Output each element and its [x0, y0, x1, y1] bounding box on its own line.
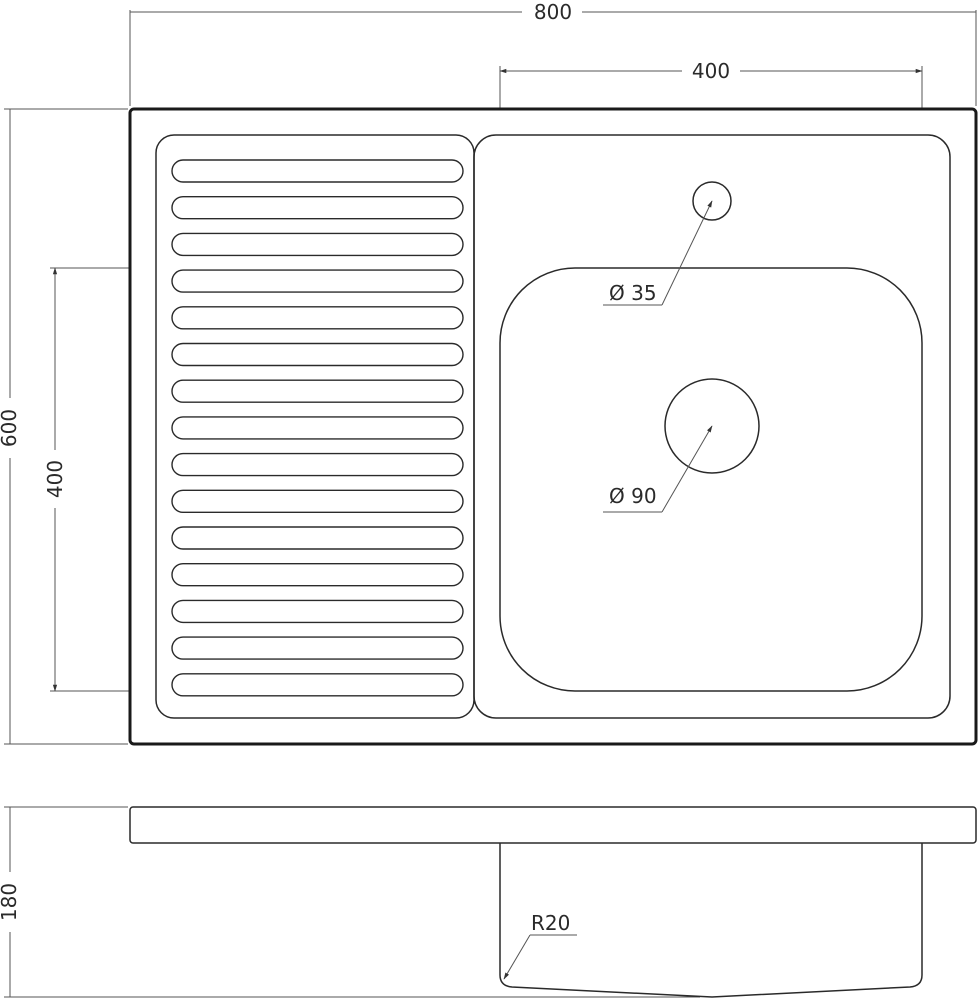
- drainboard-rib: [171, 159, 464, 183]
- bowl-depth-label: 400: [43, 460, 67, 498]
- dimension-overall-depth: 600: [0, 108, 128, 745]
- drainboard-rib: [171, 195, 464, 220]
- dimension-height: 180: [0, 806, 700, 998]
- drainboard-rib: [171, 452, 464, 477]
- drainboard-rib: [171, 563, 464, 587]
- dimension-overall-width: 800: [129, 0, 977, 106]
- drainboard-ribs: [171, 159, 464, 697]
- side-view: 180 R20: [0, 806, 977, 998]
- tap-hole-leader: Ø 35: [603, 200, 713, 306]
- deck-profile: [129, 806, 977, 844]
- radius-label: R20: [531, 911, 570, 935]
- drain-hole: [664, 378, 760, 474]
- drainboard-rib: [171, 269, 464, 293]
- tap-hole: [692, 181, 732, 221]
- drain-hole-label: Ø 90: [609, 484, 657, 508]
- drainboard-rib: [171, 232, 464, 257]
- drainboard-rib: [171, 306, 464, 330]
- overall-depth-label: 600: [0, 409, 21, 447]
- drainboard-rib: [171, 526, 464, 550]
- bowl-profile: [499, 843, 923, 998]
- top-view: 800 400 600 400: [0, 0, 978, 746]
- drainboard-rib: [171, 379, 464, 403]
- drainboard-rib: [171, 599, 464, 624]
- overall-width-label: 800: [534, 0, 572, 24]
- drainboard-rib: [171, 636, 464, 660]
- tap-hole-label: Ø 35: [609, 281, 657, 305]
- radius-leader: R20: [503, 911, 577, 980]
- sink-bowl: [499, 267, 923, 692]
- drain-hole-leader: Ø 90: [603, 425, 713, 513]
- drainboard-rib: [171, 342, 464, 367]
- drainboard-rib: [171, 416, 464, 440]
- drainboard-rib: [171, 673, 464, 697]
- bowl-width-label: 400: [692, 59, 730, 83]
- height-label: 180: [0, 883, 21, 921]
- drainboard-rib: [171, 489, 464, 513]
- bowl-deck: [473, 134, 951, 719]
